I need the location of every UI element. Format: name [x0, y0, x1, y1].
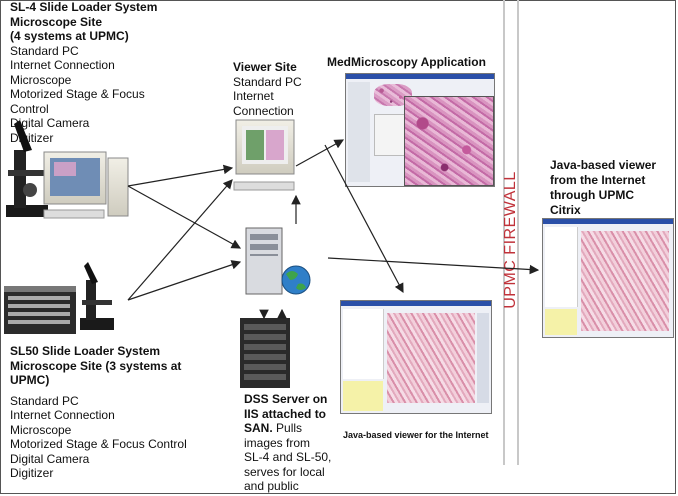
- sl4-item: Standard PC: [10, 43, 79, 58]
- thumbnail-tissue: [374, 84, 412, 106]
- firewall-line-left: [503, 0, 505, 465]
- server-rack-icon: [240, 318, 290, 388]
- arrow-sl50-to-viewer: [127, 179, 233, 301]
- sl50-item: Digital Camera: [10, 451, 90, 466]
- java-citrix-line: from the Internet: [550, 173, 646, 187]
- sl4-title-line: Microscope Site: [10, 14, 103, 29]
- sl50-site-description: SL50 Slide Loader System Microscope Site…: [10, 344, 240, 481]
- dss-title-line: IIS attached to: [244, 406, 327, 421]
- dss-body-line: images from: [244, 435, 311, 450]
- dss-body-line: serves for local: [244, 464, 325, 479]
- firewall-line-right: [517, 0, 519, 465]
- sl50-item: Microscope: [10, 422, 72, 437]
- sl4-item: Microscope: [10, 72, 72, 87]
- dss-body-line: and public: [244, 479, 299, 493]
- slide-image: [581, 231, 669, 331]
- tree-panel: [545, 227, 578, 307]
- sl4-title-line: (4 systems at UPMC): [10, 29, 129, 43]
- notes-panel: [343, 381, 383, 411]
- viewer-site-item: Connection: [233, 103, 294, 118]
- java-citrix-line: Citrix: [550, 203, 581, 217]
- sl50-item: Standard PC: [10, 393, 79, 408]
- java-citrix-description: Java-based viewer from the Internet thro…: [550, 158, 675, 218]
- dss-body-line: SL-4 and SL-50,: [244, 450, 332, 464]
- sl50-title-line: SL50 Slide Loader System: [10, 344, 161, 358]
- arrow-to-java-viewer: [324, 144, 404, 294]
- slide-scanner-icon: [4, 286, 76, 334]
- globe-icon: [281, 265, 311, 295]
- medmicroscopy-title: MedMicroscopy Application: [327, 55, 486, 69]
- dss-server-description: DSS Server on IIS attached to SAN. Pulls…: [244, 392, 336, 494]
- arrow-server-to-citrix: [327, 257, 540, 275]
- sl4-item: Internet Connection: [10, 58, 115, 72]
- tree-panel: [343, 309, 384, 379]
- arrow-sl50-to-server: [127, 260, 242, 301]
- server-tower-icon: [245, 227, 283, 295]
- sl4-item: Digital Camera: [10, 116, 90, 130]
- toolbar-strip: [477, 313, 489, 403]
- sl4-title-line: SL-4 Slide Loader System: [10, 0, 158, 14]
- sl50-title-line: Microscope Site (3 systems at: [10, 358, 182, 373]
- window-titlebar: [543, 219, 673, 224]
- viewer-site-item: Internet: [233, 89, 274, 103]
- java-internet-caption: Java-based viewer for the Internet: [343, 430, 489, 440]
- dss-body-line: Pulls: [276, 421, 303, 435]
- dss-title-line: SAN.: [244, 421, 273, 435]
- viewer-site-description: Viewer Site Standard PC Internet Connect…: [233, 60, 323, 118]
- dss-title-line: DSS Server on: [244, 392, 328, 406]
- sl4-item: Control: [10, 101, 49, 116]
- viewer-site-title: Viewer Site: [233, 60, 297, 74]
- notes-panel: [545, 309, 577, 335]
- sl50-item: Digitizer: [10, 466, 54, 480]
- medmicroscopy-screenshot: [345, 73, 495, 187]
- sl50-item: Motorized Stage & Focus Control: [10, 437, 187, 451]
- sl50-item: Internet Connection: [10, 408, 115, 422]
- microscope-icon: [6, 120, 48, 217]
- microscope-icon: [80, 262, 114, 330]
- computer-monitor-icon: [233, 119, 295, 191]
- arrow-sl4-to-server: [127, 185, 242, 249]
- slide-image: [387, 313, 475, 403]
- viewer-site-item: Standard PC: [233, 74, 302, 89]
- sl50-title-line: UPMC): [10, 373, 50, 387]
- computer-monitor-icon: [43, 151, 129, 219]
- java-citrix-line: Java-based viewer: [550, 158, 657, 172]
- slide-image: [404, 96, 494, 186]
- java-viewer-screenshot: [340, 300, 492, 414]
- side-panel: [348, 82, 370, 182]
- window-titlebar: [341, 301, 491, 306]
- arrow-viewer-to-medmicroscopy: [295, 139, 345, 167]
- citrix-viewer-screenshot: [542, 218, 674, 338]
- sl4-item: Motorized Stage & Focus: [10, 87, 145, 101]
- connector-arrows: [127, 139, 540, 320]
- java-citrix-line: through UPMC: [550, 188, 634, 202]
- window-titlebar: [346, 74, 494, 79]
- arrow-sl4-to-viewer: [127, 164, 234, 187]
